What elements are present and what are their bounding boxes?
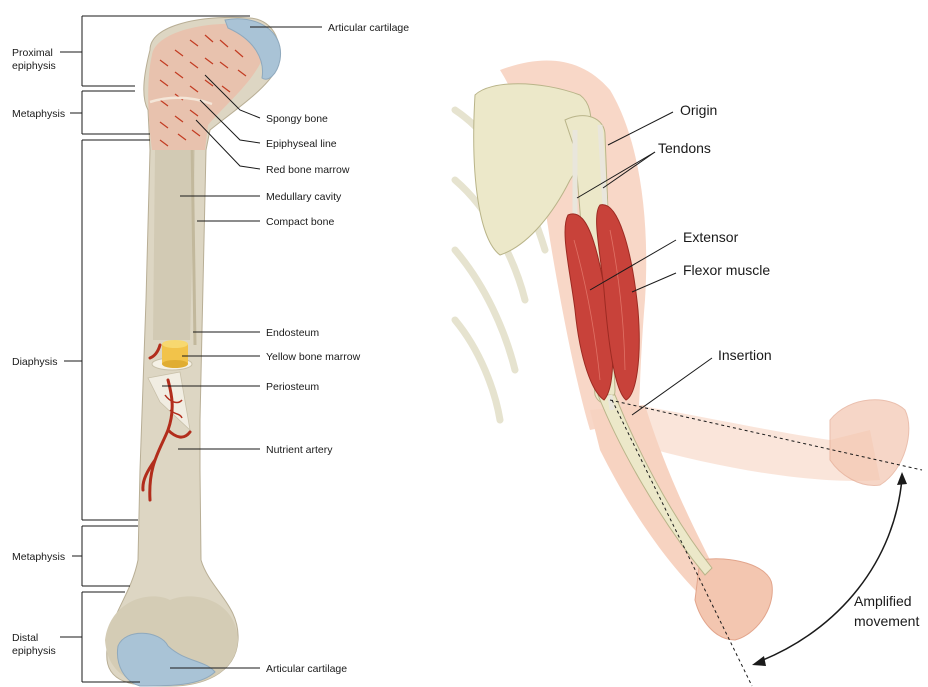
hand-raised — [830, 400, 909, 486]
arm-lever-diagram: Origin Tendons Extensor Flexor muscle In… — [455, 60, 922, 686]
amplified-movement-arc — [758, 478, 902, 662]
label-movement: movement — [854, 613, 919, 629]
label-distal-epiphysis: Distal epiphysis — [12, 632, 56, 657]
label-distal-epiphysis-line1: Distal — [12, 632, 38, 644]
label-flexor-muscle: Flexor muscle — [683, 262, 770, 278]
label-articular-cartilage-bottom: Articular cartilage — [266, 663, 347, 675]
yellow-bone-marrow-cylinder — [162, 340, 188, 368]
label-nutrient-artery: Nutrient artery — [266, 444, 333, 456]
label-red-bone-marrow: Red bone marrow — [266, 164, 350, 176]
label-origin: Origin — [680, 102, 717, 118]
label-epiphyseal-line: Epiphyseal line — [266, 138, 337, 150]
label-proximal-epiphysis-line2: epiphysis — [12, 60, 56, 72]
label-yellow-bone-marrow: Yellow bone marrow — [266, 351, 361, 363]
label-medullary-cavity: Medullary cavity — [266, 191, 342, 203]
label-endosteum: Endosteum — [266, 327, 319, 339]
bone-shaft-shadow — [153, 150, 195, 340]
label-extensor: Extensor — [683, 229, 739, 245]
label-spongy-bone: Spongy bone — [266, 113, 328, 125]
label-insertion: Insertion — [718, 347, 772, 363]
label-distal-epiphysis-line2: epiphysis — [12, 645, 56, 657]
label-metaphysis-top: Metaphysis — [12, 108, 65, 120]
label-periosteum: Periosteum — [266, 381, 319, 393]
arc-arrowhead-top — [897, 472, 907, 485]
label-diaphysis: Diaphysis — [12, 356, 58, 368]
label-articular-cartilage-top: Articular cartilage — [328, 22, 409, 34]
long-bone-diagram: Proximal epiphysis Metaphysis Diaphysis … — [12, 16, 409, 686]
arc-arrowhead-bottom — [752, 656, 766, 666]
label-tendons: Tendons — [658, 140, 711, 156]
label-compact-bone: Compact bone — [266, 216, 334, 228]
label-metaphysis-bottom: Metaphysis — [12, 551, 65, 563]
label-proximal-epiphysis: Proximal epiphysis — [12, 47, 56, 72]
label-proximal-epiphysis-line1: Proximal — [12, 47, 53, 59]
label-amplified: Amplified — [854, 593, 912, 609]
